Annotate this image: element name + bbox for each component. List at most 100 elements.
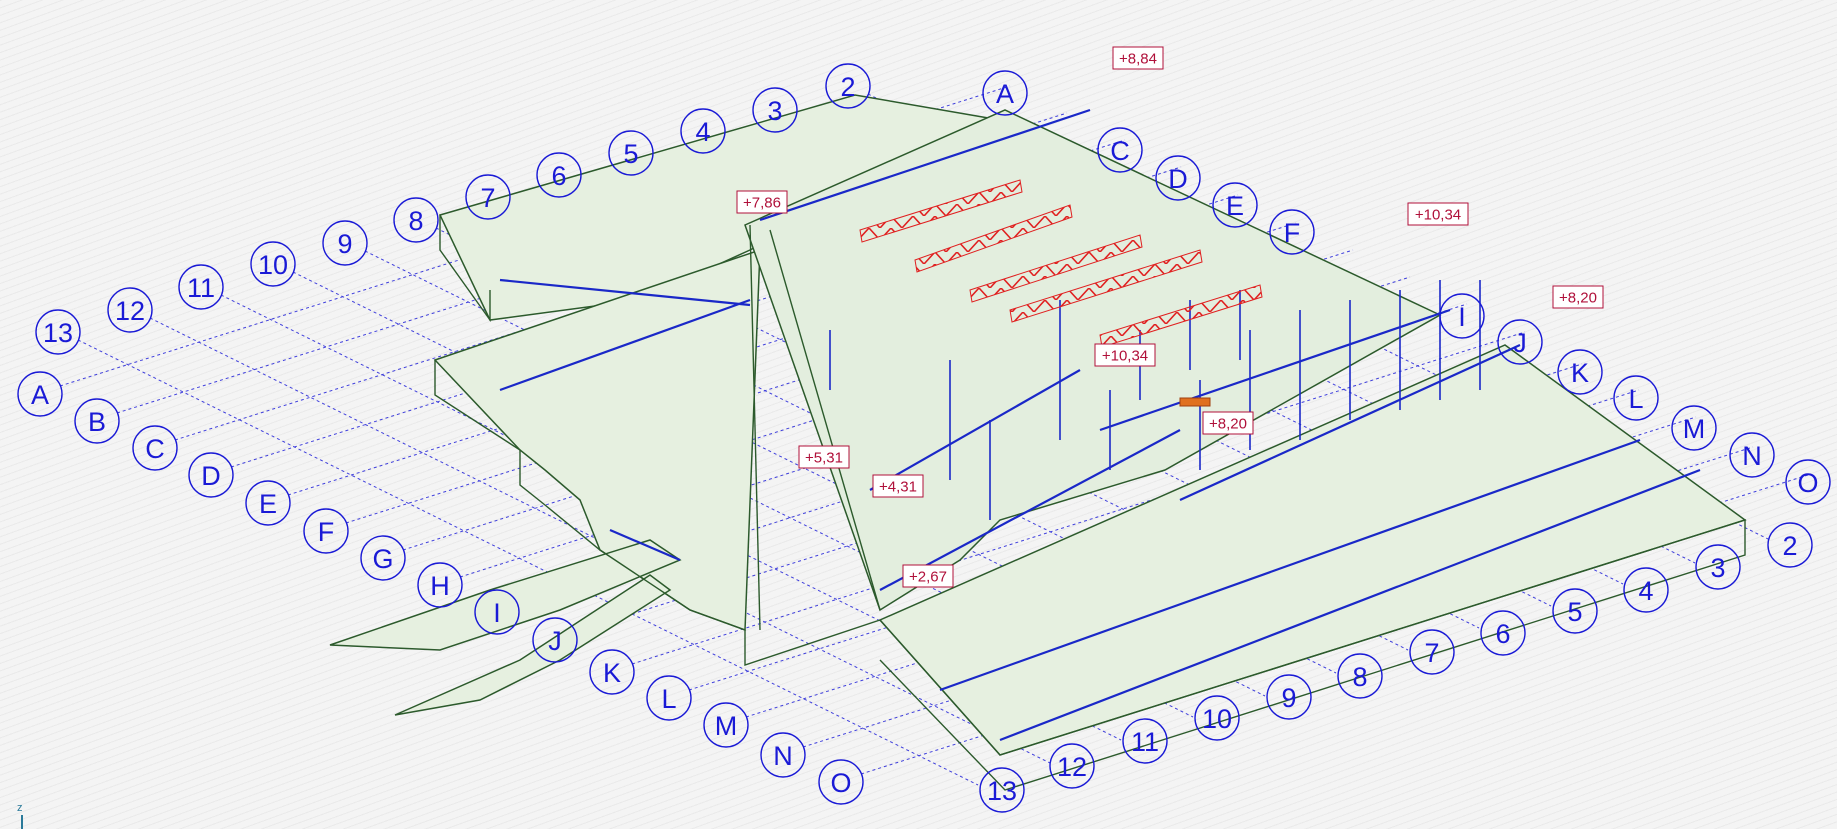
g-6-top[interactable]: 6 [536, 152, 582, 198]
beam-low-1[interactable] [939, 438, 1641, 692]
g-C-left-label: C [145, 434, 165, 464]
beam-right-1[interactable] [1099, 308, 1451, 432]
central-diagonal-wall-2[interactable] [769, 229, 881, 611]
g-I-left[interactable]: I [474, 589, 520, 635]
lvl-1034-mid-box [1094, 343, 1156, 367]
beam-diag-1[interactable] [869, 369, 1081, 491]
g-G-left[interactable]: G [360, 535, 406, 581]
g-3-top[interactable]: 3 [752, 87, 798, 133]
g-M-right[interactable]: M [1671, 405, 1717, 451]
g-O-left-label: O [830, 768, 851, 798]
lvl-267[interactable]: +2,67 [902, 564, 954, 588]
beams [499, 108, 1701, 742]
g-F-left[interactable]: F [303, 508, 349, 554]
g-D-left-label: D [201, 461, 221, 491]
truss-4[interactable] [1009, 249, 1203, 323]
beam-diag-2[interactable] [879, 429, 1181, 591]
front-wall-right[interactable] [879, 519, 1746, 791]
g-A-top[interactable]: A [982, 70, 1028, 116]
g-4-top[interactable]: 4 [680, 108, 726, 154]
truss-1[interactable] [859, 179, 1023, 243]
g-N-left[interactable]: N [760, 732, 806, 778]
g-G-left-circle [360, 535, 406, 581]
g-7-top[interactable]: 7 [465, 174, 511, 220]
g-O-right[interactable]: O [1785, 459, 1831, 505]
front-wall-left[interactable] [434, 360, 881, 666]
g-10-top[interactable]: 10 [250, 241, 296, 287]
g-I-top[interactable]: I [1439, 293, 1485, 339]
lvl-1034-mid[interactable]: +10,34 [1094, 343, 1156, 367]
g-10-bottom[interactable]: 10 [1194, 695, 1240, 741]
lvl-786-box [736, 190, 788, 214]
beam-top[interactable] [759, 108, 1091, 222]
g-J-left[interactable]: J [532, 617, 578, 663]
g-K-left[interactable]: K [589, 649, 635, 695]
central-diagonal-wall[interactable] [749, 224, 761, 631]
lvl-531[interactable]: +5,31 [798, 445, 850, 469]
g-L-left[interactable]: L [646, 675, 692, 721]
lvl-820-mid[interactable]: +8,20 [1202, 411, 1254, 435]
g-3-top-label: 3 [767, 96, 782, 126]
g-E-top[interactable]: E [1212, 182, 1258, 228]
g-A-left[interactable]: A [17, 371, 63, 417]
g-J-top[interactable]: J [1497, 319, 1543, 365]
g-D-top[interactable]: D [1155, 155, 1201, 201]
lvl-820-right[interactable]: +8,20 [1552, 285, 1604, 309]
axis-indicator: z [17, 802, 23, 829]
g-11-bottom[interactable]: 11 [1122, 718, 1168, 764]
g-M-left[interactable]: M [703, 702, 749, 748]
beam-right-2[interactable] [1179, 343, 1521, 502]
g-13-bottom[interactable]: 13 [979, 767, 1025, 813]
g-C-top[interactable]: C [1097, 127, 1143, 173]
g-2-top[interactable]: 2 [825, 63, 871, 109]
g-7-bottom-label: 7 [1424, 638, 1439, 668]
left-upper-wall[interactable] [439, 215, 491, 323]
beam-upper-left[interactable] [499, 278, 751, 307]
beam-mid-left[interactable] [499, 298, 751, 392]
g-6-bottom[interactable]: 6 [1480, 610, 1526, 656]
g-E-left[interactable]: E [245, 480, 291, 526]
ramp-wing-lower[interactable] [394, 574, 672, 716]
g-H-left-label: H [430, 571, 450, 601]
g-L-right[interactable]: L [1613, 375, 1659, 421]
lvl-431[interactable]: +4,31 [872, 474, 924, 498]
g-H-left[interactable]: H [417, 562, 463, 608]
g-12-top[interactable]: 12 [107, 287, 153, 333]
g-8-bottom[interactable]: 8 [1337, 653, 1383, 699]
beam-ramp[interactable] [609, 528, 681, 562]
g-E-left-circle [245, 480, 291, 526]
columns [829, 280, 1481, 520]
g-F-top[interactable]: F [1269, 209, 1315, 255]
g-2-bottom-circle [1767, 522, 1813, 568]
truss-3[interactable] [969, 234, 1143, 303]
g-8-bottom-circle [1337, 653, 1383, 699]
lvl-884[interactable]: +8,84 [1112, 46, 1164, 70]
truss-5[interactable] [1099, 284, 1263, 348]
beam-low-2[interactable] [999, 468, 1701, 742]
g-9-top[interactable]: 9 [322, 220, 368, 266]
g-A-top-circle [982, 70, 1028, 116]
g-9-bottom[interactable]: 9 [1266, 674, 1312, 720]
orange-support[interactable] [1179, 397, 1211, 407]
g-12-bottom[interactable]: 12 [1049, 743, 1095, 789]
lvl-1034-right[interactable]: +10,34 [1407, 202, 1469, 226]
g-5-bottom[interactable]: 5 [1552, 588, 1598, 634]
g-11-top[interactable]: 11 [178, 264, 224, 310]
g-D-left[interactable]: D [188, 452, 234, 498]
g-B-left[interactable]: B [74, 398, 120, 444]
g-O-left[interactable]: O [818, 759, 864, 805]
g-C-left[interactable]: C [132, 425, 178, 471]
g-N-right[interactable]: N [1729, 432, 1775, 478]
truss-2[interactable] [914, 204, 1073, 273]
g-5-top[interactable]: 5 [608, 130, 654, 176]
g-2-bottom[interactable]: 2 [1767, 522, 1813, 568]
g-8-top[interactable]: 8 [393, 197, 439, 243]
g-7-bottom[interactable]: 7 [1409, 629, 1455, 675]
g-3-bottom[interactable]: 3 [1695, 544, 1741, 590]
g-K-right[interactable]: K [1557, 349, 1603, 395]
g-12-top-label: 12 [115, 296, 145, 326]
lvl-786[interactable]: +7,86 [736, 190, 788, 214]
g-4-bottom[interactable]: 4 [1623, 567, 1669, 613]
g-13-top[interactable]: 13 [35, 309, 81, 355]
